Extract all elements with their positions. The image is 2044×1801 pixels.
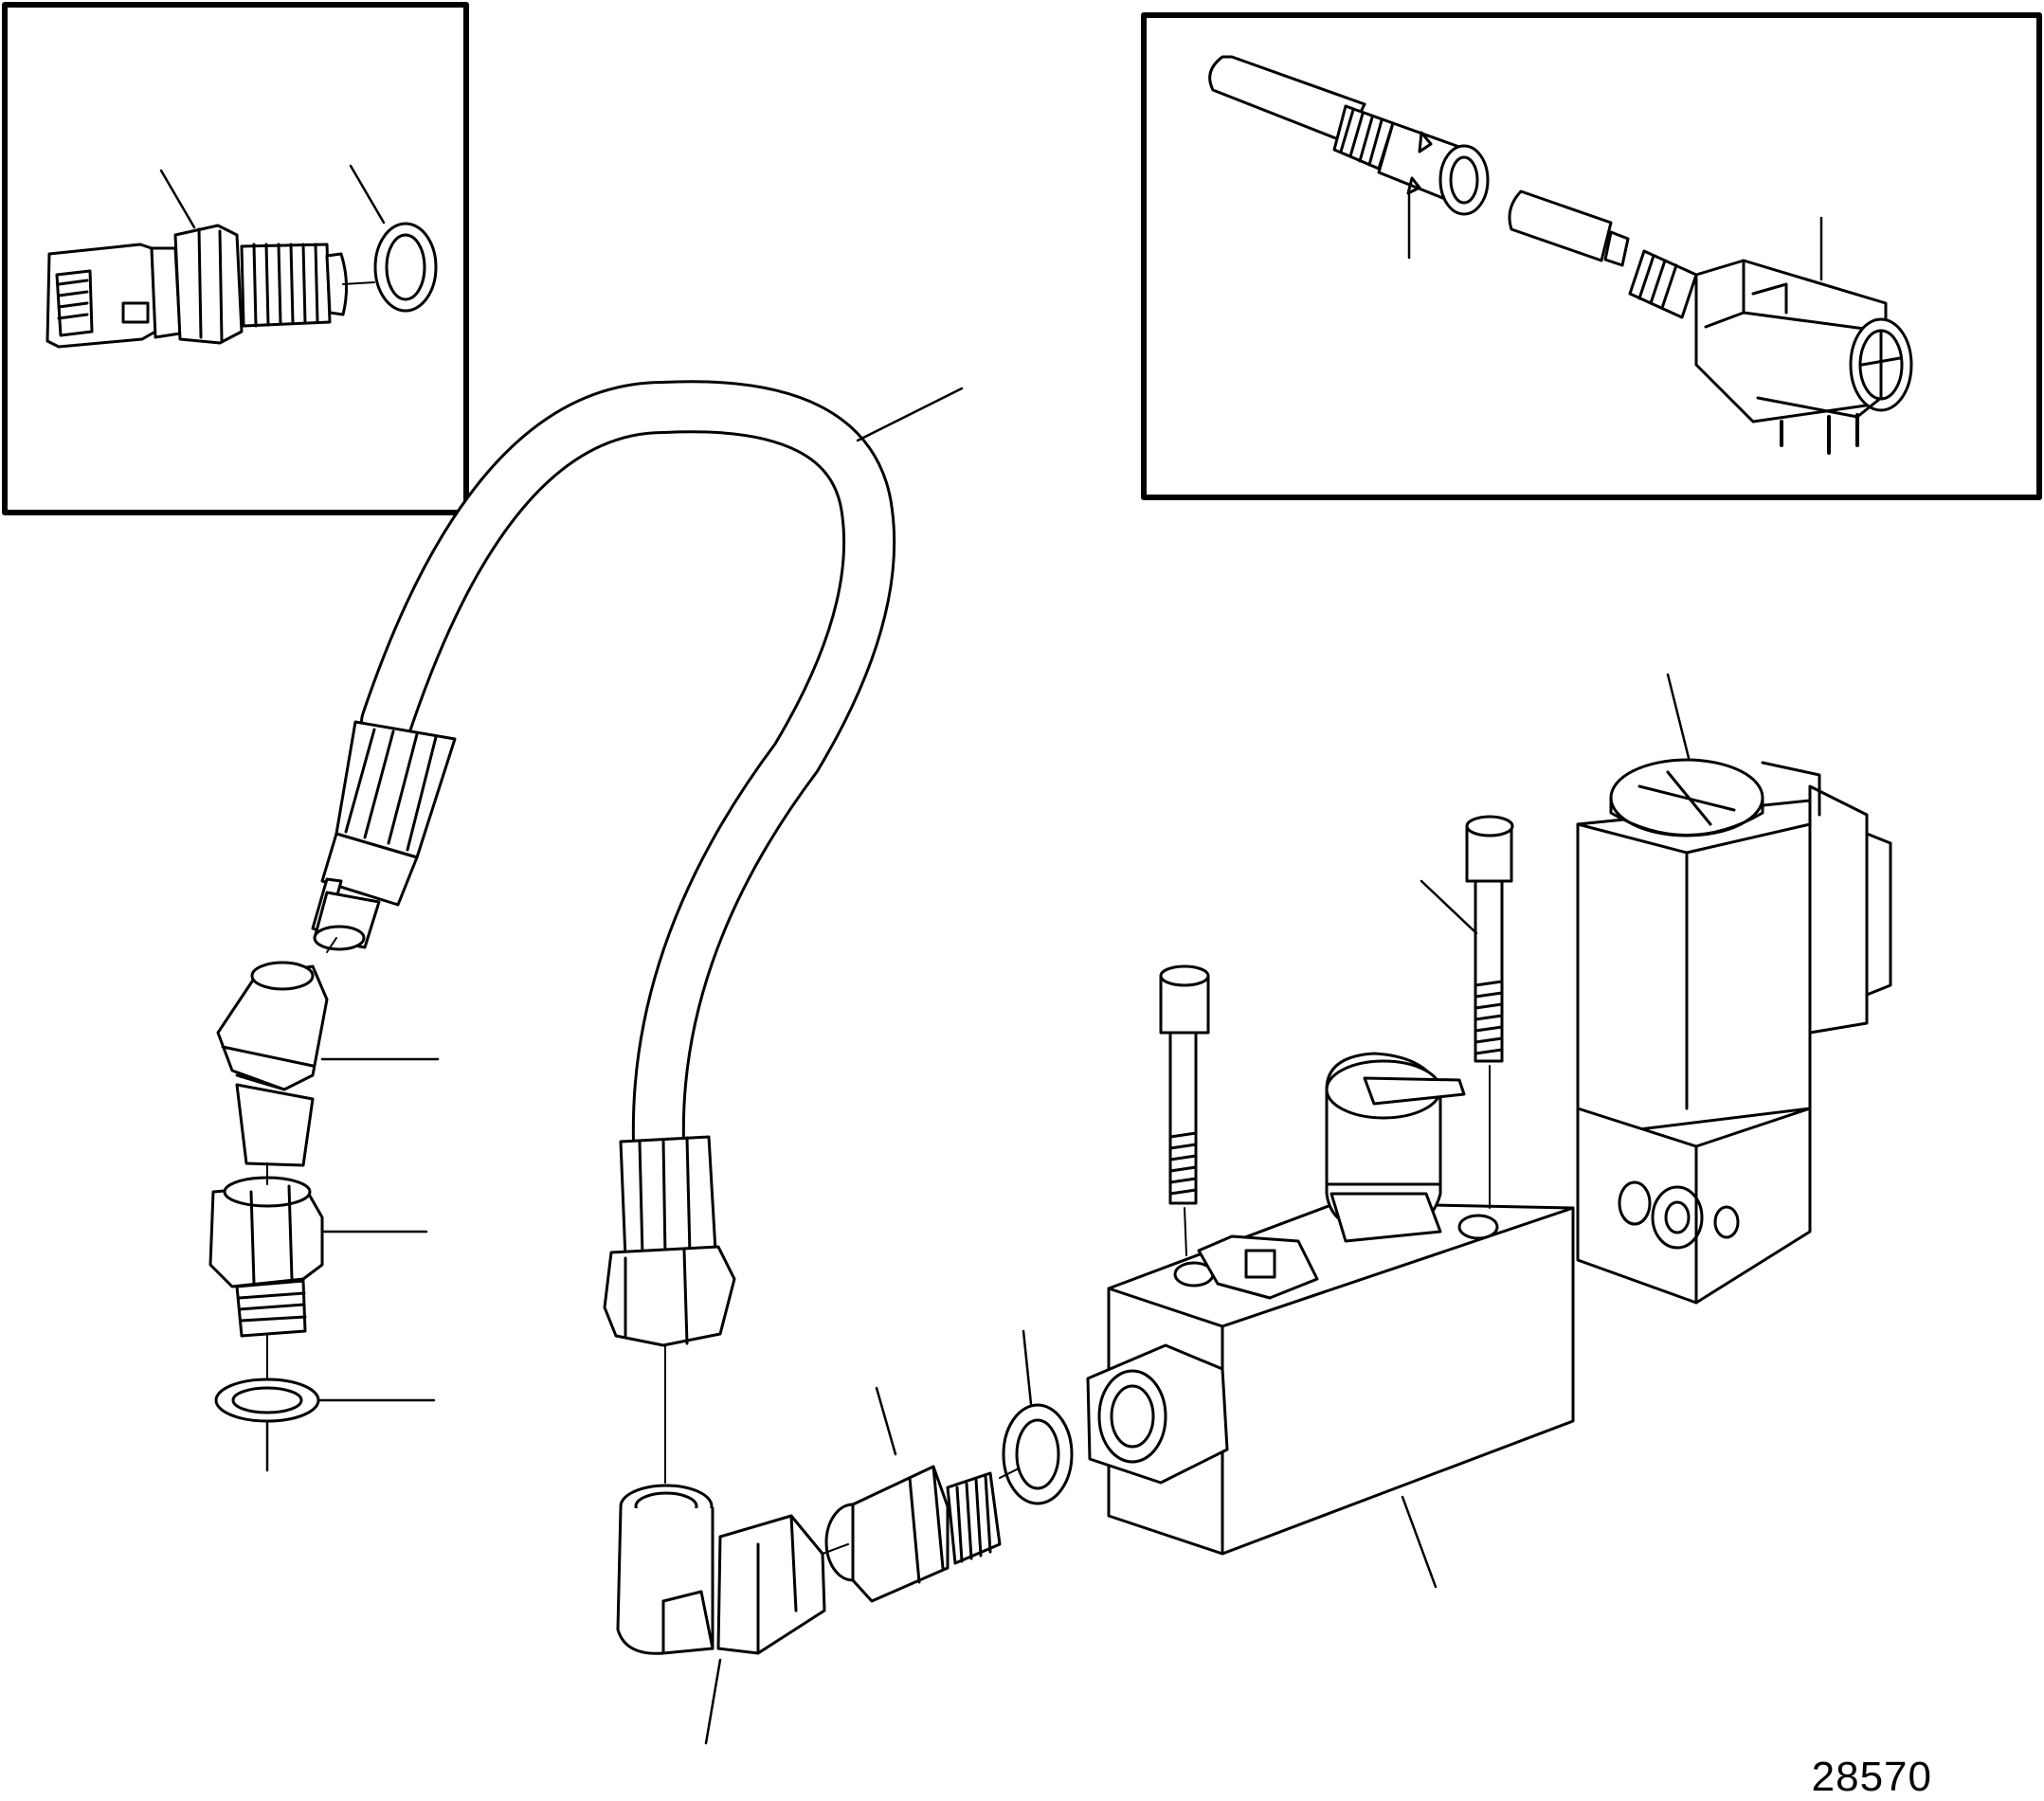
threaded-nipple bbox=[823, 1388, 1000, 1601]
hose bbox=[387, 388, 962, 1142]
solenoid-valve bbox=[1578, 675, 1890, 1303]
sensor-sealing-washer bbox=[375, 224, 436, 311]
inset-frame-sensor bbox=[5, 5, 466, 513]
inset-frame-pressure-switch bbox=[1144, 15, 2039, 497]
screw-left bbox=[1161, 966, 1208, 1255]
switch-cable-plug bbox=[1210, 57, 1488, 214]
hose-upper-end-fitting bbox=[313, 722, 455, 949]
temperature-sensor bbox=[47, 225, 374, 347]
screw-right bbox=[1421, 817, 1512, 1208]
leader-lines-inset-left bbox=[161, 166, 384, 227]
hose-lower-end-fitting bbox=[605, 1137, 734, 1483]
figure-number: 28570 bbox=[1811, 1754, 1932, 1800]
pilot-valve bbox=[1327, 1054, 1464, 1241]
sealing-washer-block bbox=[1000, 1331, 1072, 1504]
leader-lines-inset-right bbox=[1409, 194, 1821, 279]
sealing-washer-lower bbox=[216, 1336, 434, 1470]
valve-block bbox=[1088, 1203, 1573, 1587]
pressure-switch bbox=[1510, 191, 1911, 453]
banjo-nut bbox=[218, 938, 438, 1165]
adapter-nipple bbox=[210, 1163, 426, 1336]
elbow-fitting bbox=[618, 1486, 824, 1743]
hose-leader-line bbox=[858, 388, 962, 441]
